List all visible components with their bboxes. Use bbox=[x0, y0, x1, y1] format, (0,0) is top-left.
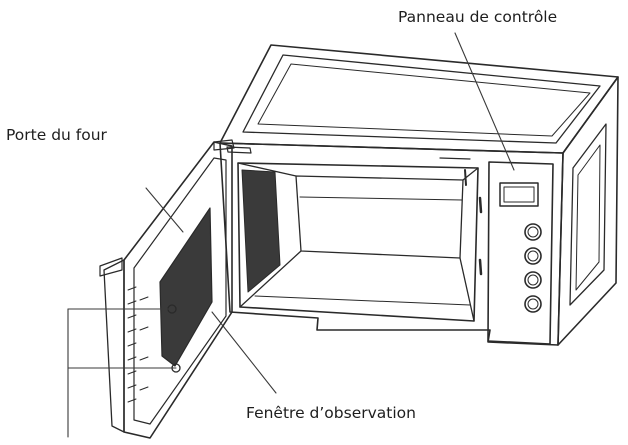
oven-body bbox=[219, 44, 619, 346]
display-window bbox=[499, 182, 539, 207]
oven-right-side bbox=[557, 76, 619, 346]
knob-3 bbox=[524, 271, 542, 289]
viewing-window bbox=[159, 207, 213, 367]
leader-viewing-window bbox=[211, 311, 277, 394]
control-knobs bbox=[524, 223, 542, 313]
oven-front-frame bbox=[219, 142, 564, 346]
control-panel bbox=[487, 161, 554, 345]
leader-lines bbox=[67, 32, 515, 438]
door-choke-slots bbox=[127, 286, 149, 403]
knob-1 bbox=[524, 223, 542, 241]
knob-4 bbox=[524, 295, 542, 313]
leader-oven-door bbox=[145, 187, 184, 233]
knob-2 bbox=[524, 247, 542, 265]
oven-door-label: Porte du four bbox=[6, 126, 107, 144]
control-panel-label: Panneau de contrôle bbox=[398, 8, 558, 26]
oven-door bbox=[99, 139, 235, 439]
viewing-window-label: Fenêtre d’observation bbox=[246, 404, 416, 422]
leader-control-panel bbox=[454, 32, 515, 171]
